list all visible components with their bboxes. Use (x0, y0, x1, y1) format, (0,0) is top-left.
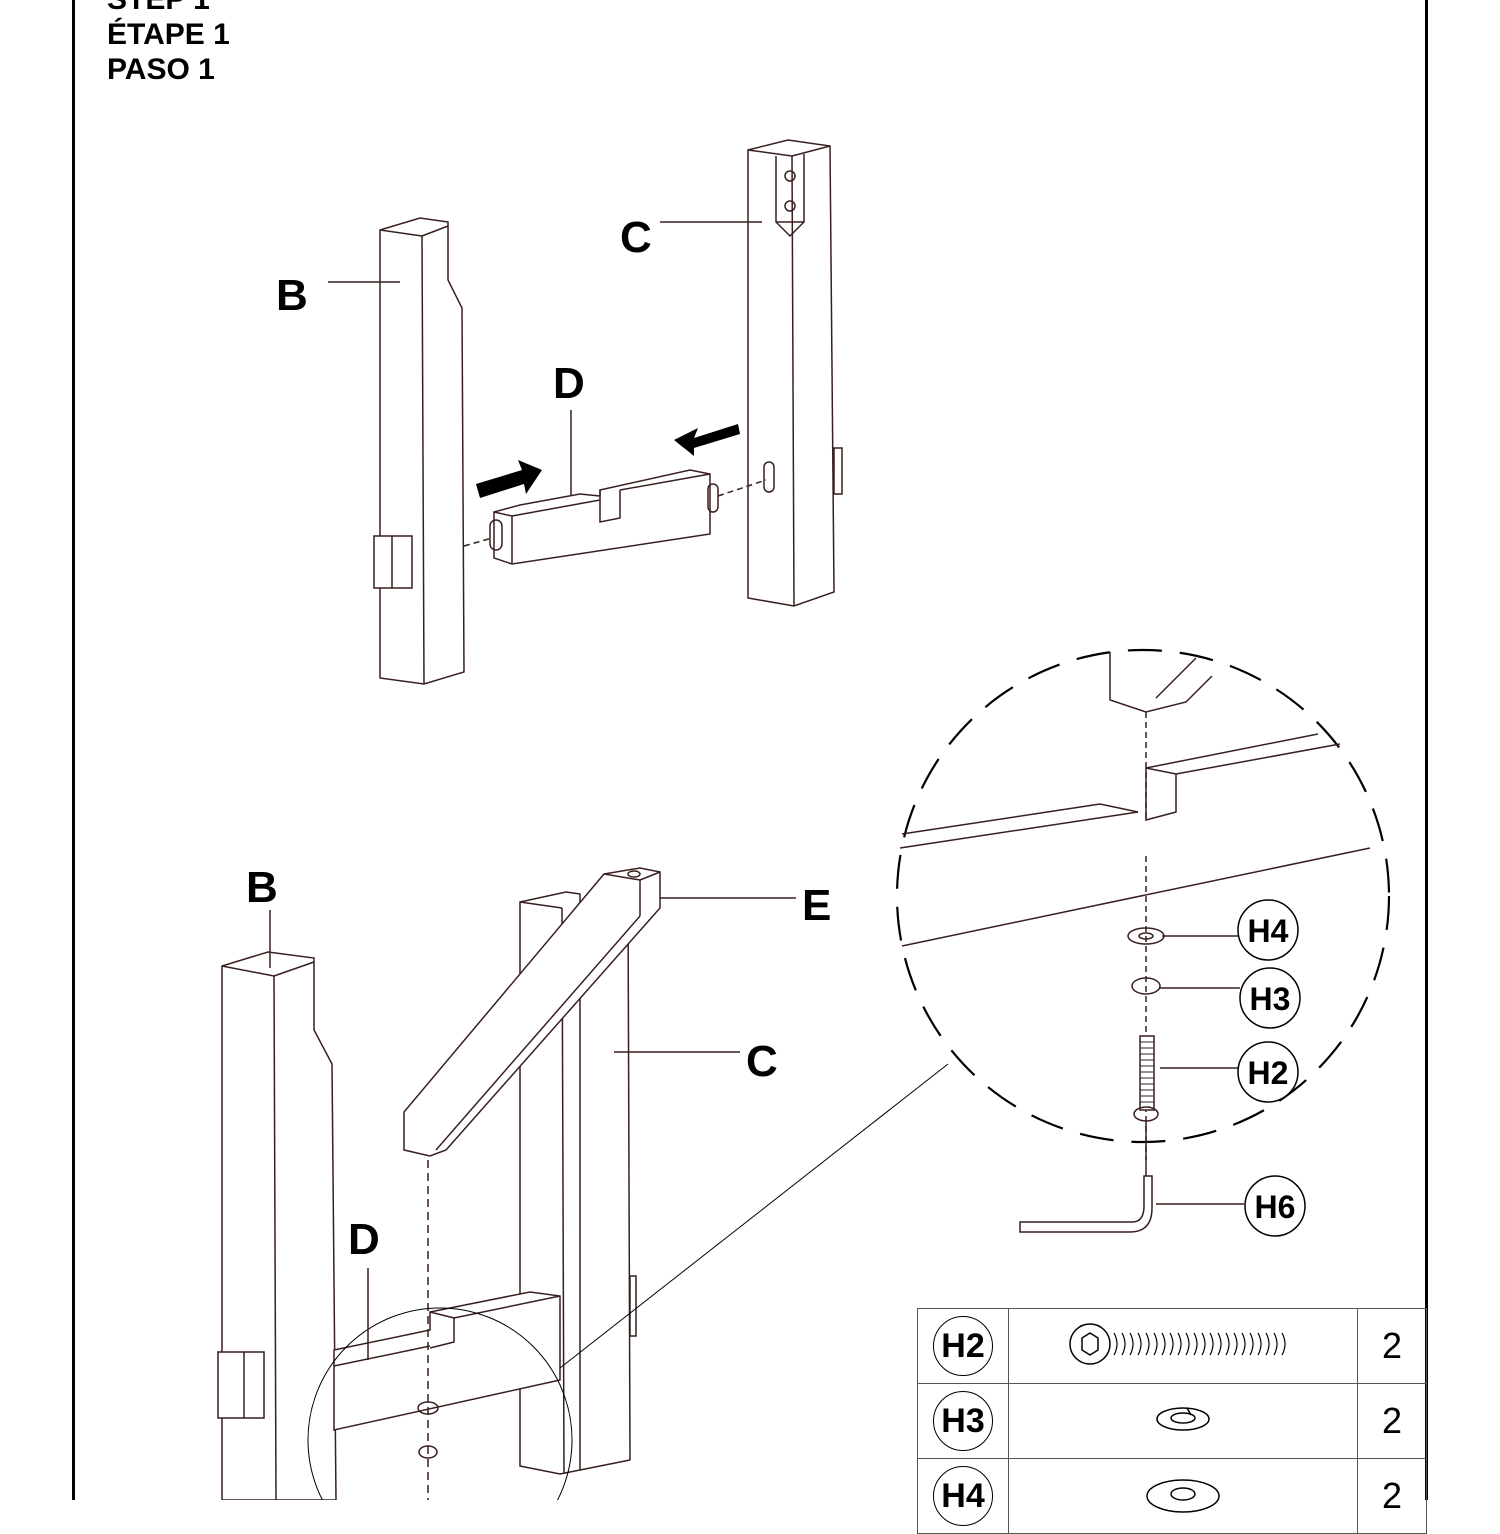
brace-e (403, 867, 661, 1157)
table-row: H2 2 (917, 1308, 1427, 1384)
flat-washer-icon (1146, 1478, 1220, 1513)
leg-c-top (747, 139, 843, 607)
label-crossbar-d-top: D (553, 359, 585, 408)
parts-table: H2 2 H3 (917, 1308, 1427, 1534)
label-leg-b-bottom: B (246, 863, 278, 912)
part-qty: 2 (1357, 1308, 1427, 1384)
table-row: H4 2 (917, 1458, 1427, 1534)
callout-h3: H3 (1239, 967, 1301, 1029)
callout-h2: H2 (1237, 1041, 1299, 1103)
svg-text:H6: H6 (1255, 1189, 1296, 1225)
part-id: H2 (933, 1316, 993, 1376)
callout-h6: H6 (1244, 1175, 1306, 1237)
crossbar-d-top (463, 410, 767, 565)
arrow-right-icon (476, 460, 542, 498)
label-leg-c-bottom: C (746, 1037, 778, 1086)
leg-b-bottom (217, 951, 337, 1500)
part-qty: 2 (1357, 1458, 1427, 1534)
page-border-left (72, 0, 75, 1500)
part-qty: 2 (1357, 1383, 1427, 1459)
svg-text:H4: H4 (1248, 913, 1289, 949)
label-brace-e: E (802, 881, 831, 930)
label-crossbar-d-bottom: D (348, 1215, 380, 1264)
lock-washer-h3-small (418, 1445, 438, 1459)
crossbar-d-bottom (333, 1291, 561, 1431)
detail-leader (559, 1063, 949, 1369)
label-leg-c-top: C (620, 213, 652, 262)
hex-bolt-icon (1069, 1322, 1286, 1365)
step-title-fr: ÉTAPE 1 (107, 18, 230, 51)
label-leg-b-top: B (276, 271, 308, 320)
detail-zoom (895, 648, 1391, 1233)
lock-washer-icon (1156, 1406, 1210, 1431)
svg-text:H3: H3 (1250, 981, 1291, 1017)
leg-b-top (373, 217, 465, 685)
callout-h4: H4 (1237, 899, 1299, 961)
detail-circle (307, 1307, 573, 1500)
part-id: H3 (933, 1391, 993, 1451)
step-heading: STEP 1 ÉTAPE 1 PASO 1 (107, 0, 230, 87)
assembly-drawing: B C D B E C D H4 H3 H2 H6 (217, 139, 1391, 1500)
step-title-en: STEP 1 (107, 0, 230, 17)
svg-text:H2: H2 (1248, 1055, 1289, 1091)
page-border-right (1425, 0, 1428, 1500)
arrow-left-icon (674, 424, 740, 456)
step-title-es: PASO 1 (107, 53, 215, 86)
part-id: H4 (933, 1466, 993, 1526)
washer-h4-small (417, 1401, 439, 1415)
table-row: H3 2 (917, 1383, 1427, 1459)
